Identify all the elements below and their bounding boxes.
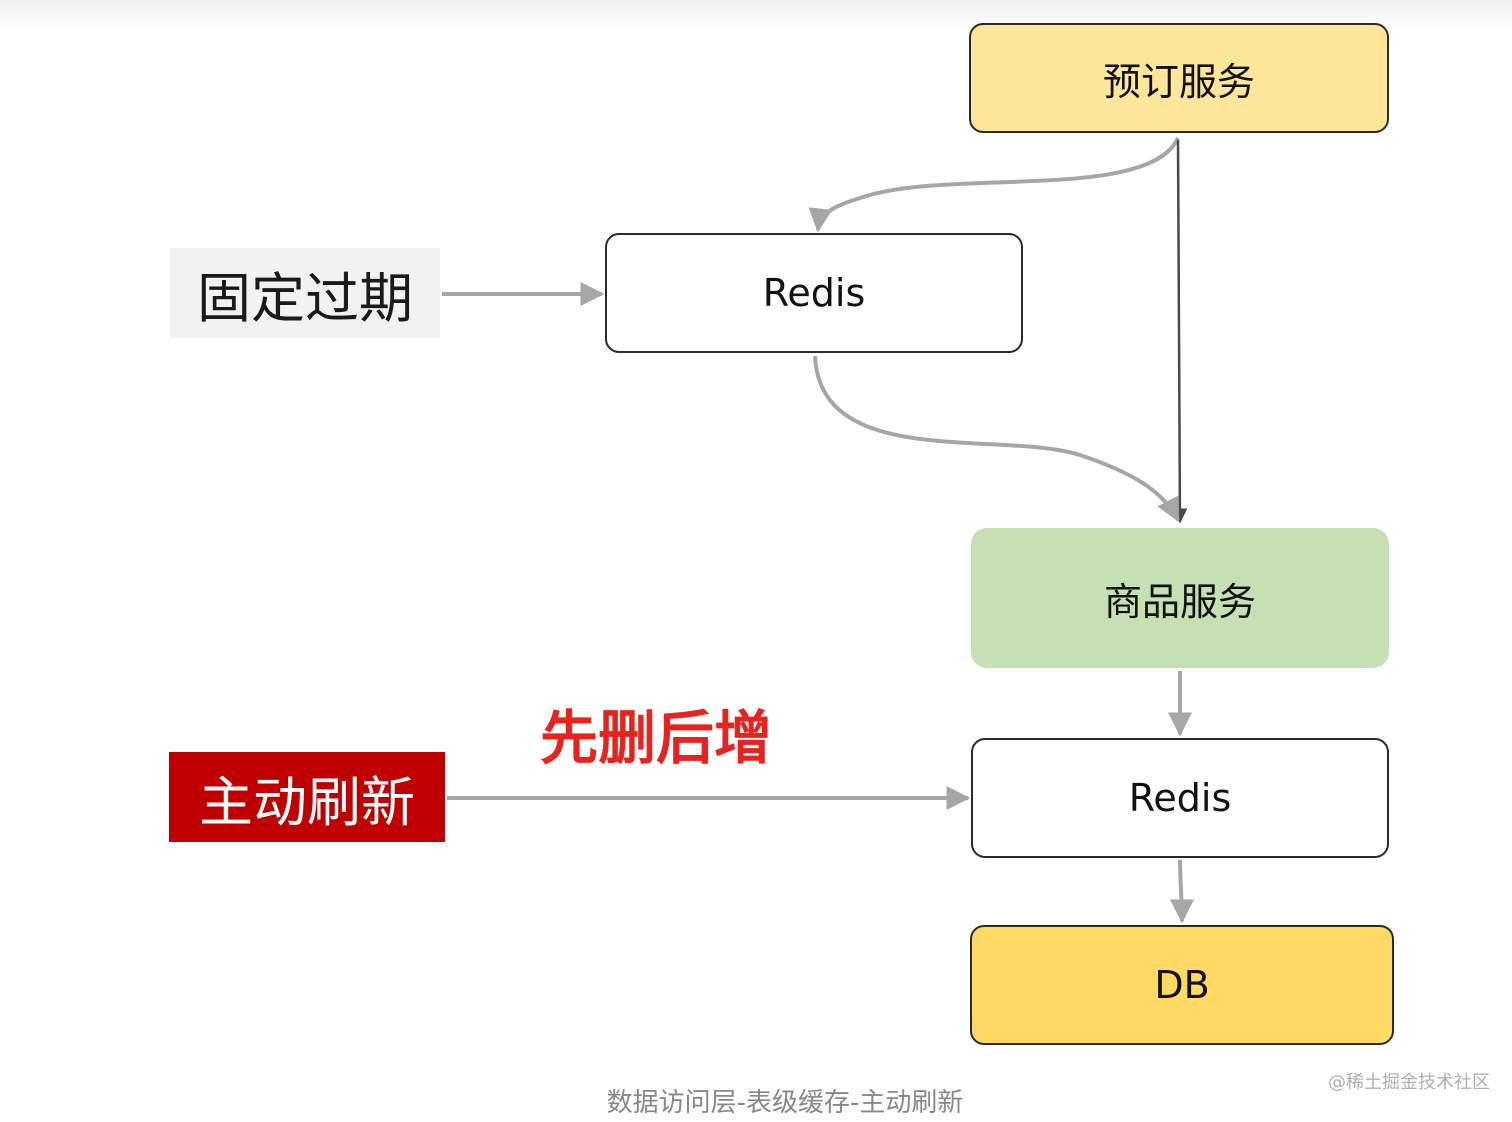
figure-caption: 数据访问层-表级缓存-主动刷新 [606,1088,964,1118]
arrow-booking-to-redis-top [808,137,1180,233]
active-refresh-label: 主动刷新 [169,752,445,842]
active-refresh-text: 主动刷新 [199,770,415,834]
fixed-expiry-label: 固定过期 [170,248,440,338]
redis-cache-bottom-label: Redis [1128,776,1232,820]
redis-cache-top-label: Redis [762,271,866,315]
delete-then-add-label: 先删后增 [540,704,773,772]
database-label: DB [1154,963,1210,1007]
redis-cache-bottom-node: Redis [971,738,1389,858]
fixed-expiry-text: 固定过期 [197,266,413,330]
product-service-node: 商品服务 [971,528,1389,668]
booking-service-node: 预订服务 [969,23,1389,133]
watermark: @稀土掘金技术社区 [1328,1072,1490,1093]
arrow-booking-to-product [1172,139,1188,524]
arrow-redis-top-to-product [813,355,1180,523]
booking-service-label: 预订服务 [1102,59,1255,104]
arrow-redis-bottom-to-db [1169,859,1194,924]
product-service-label: 商品服务 [1103,579,1256,624]
redis-cache-top-node: Redis [605,233,1023,353]
database-node: DB [970,925,1394,1045]
